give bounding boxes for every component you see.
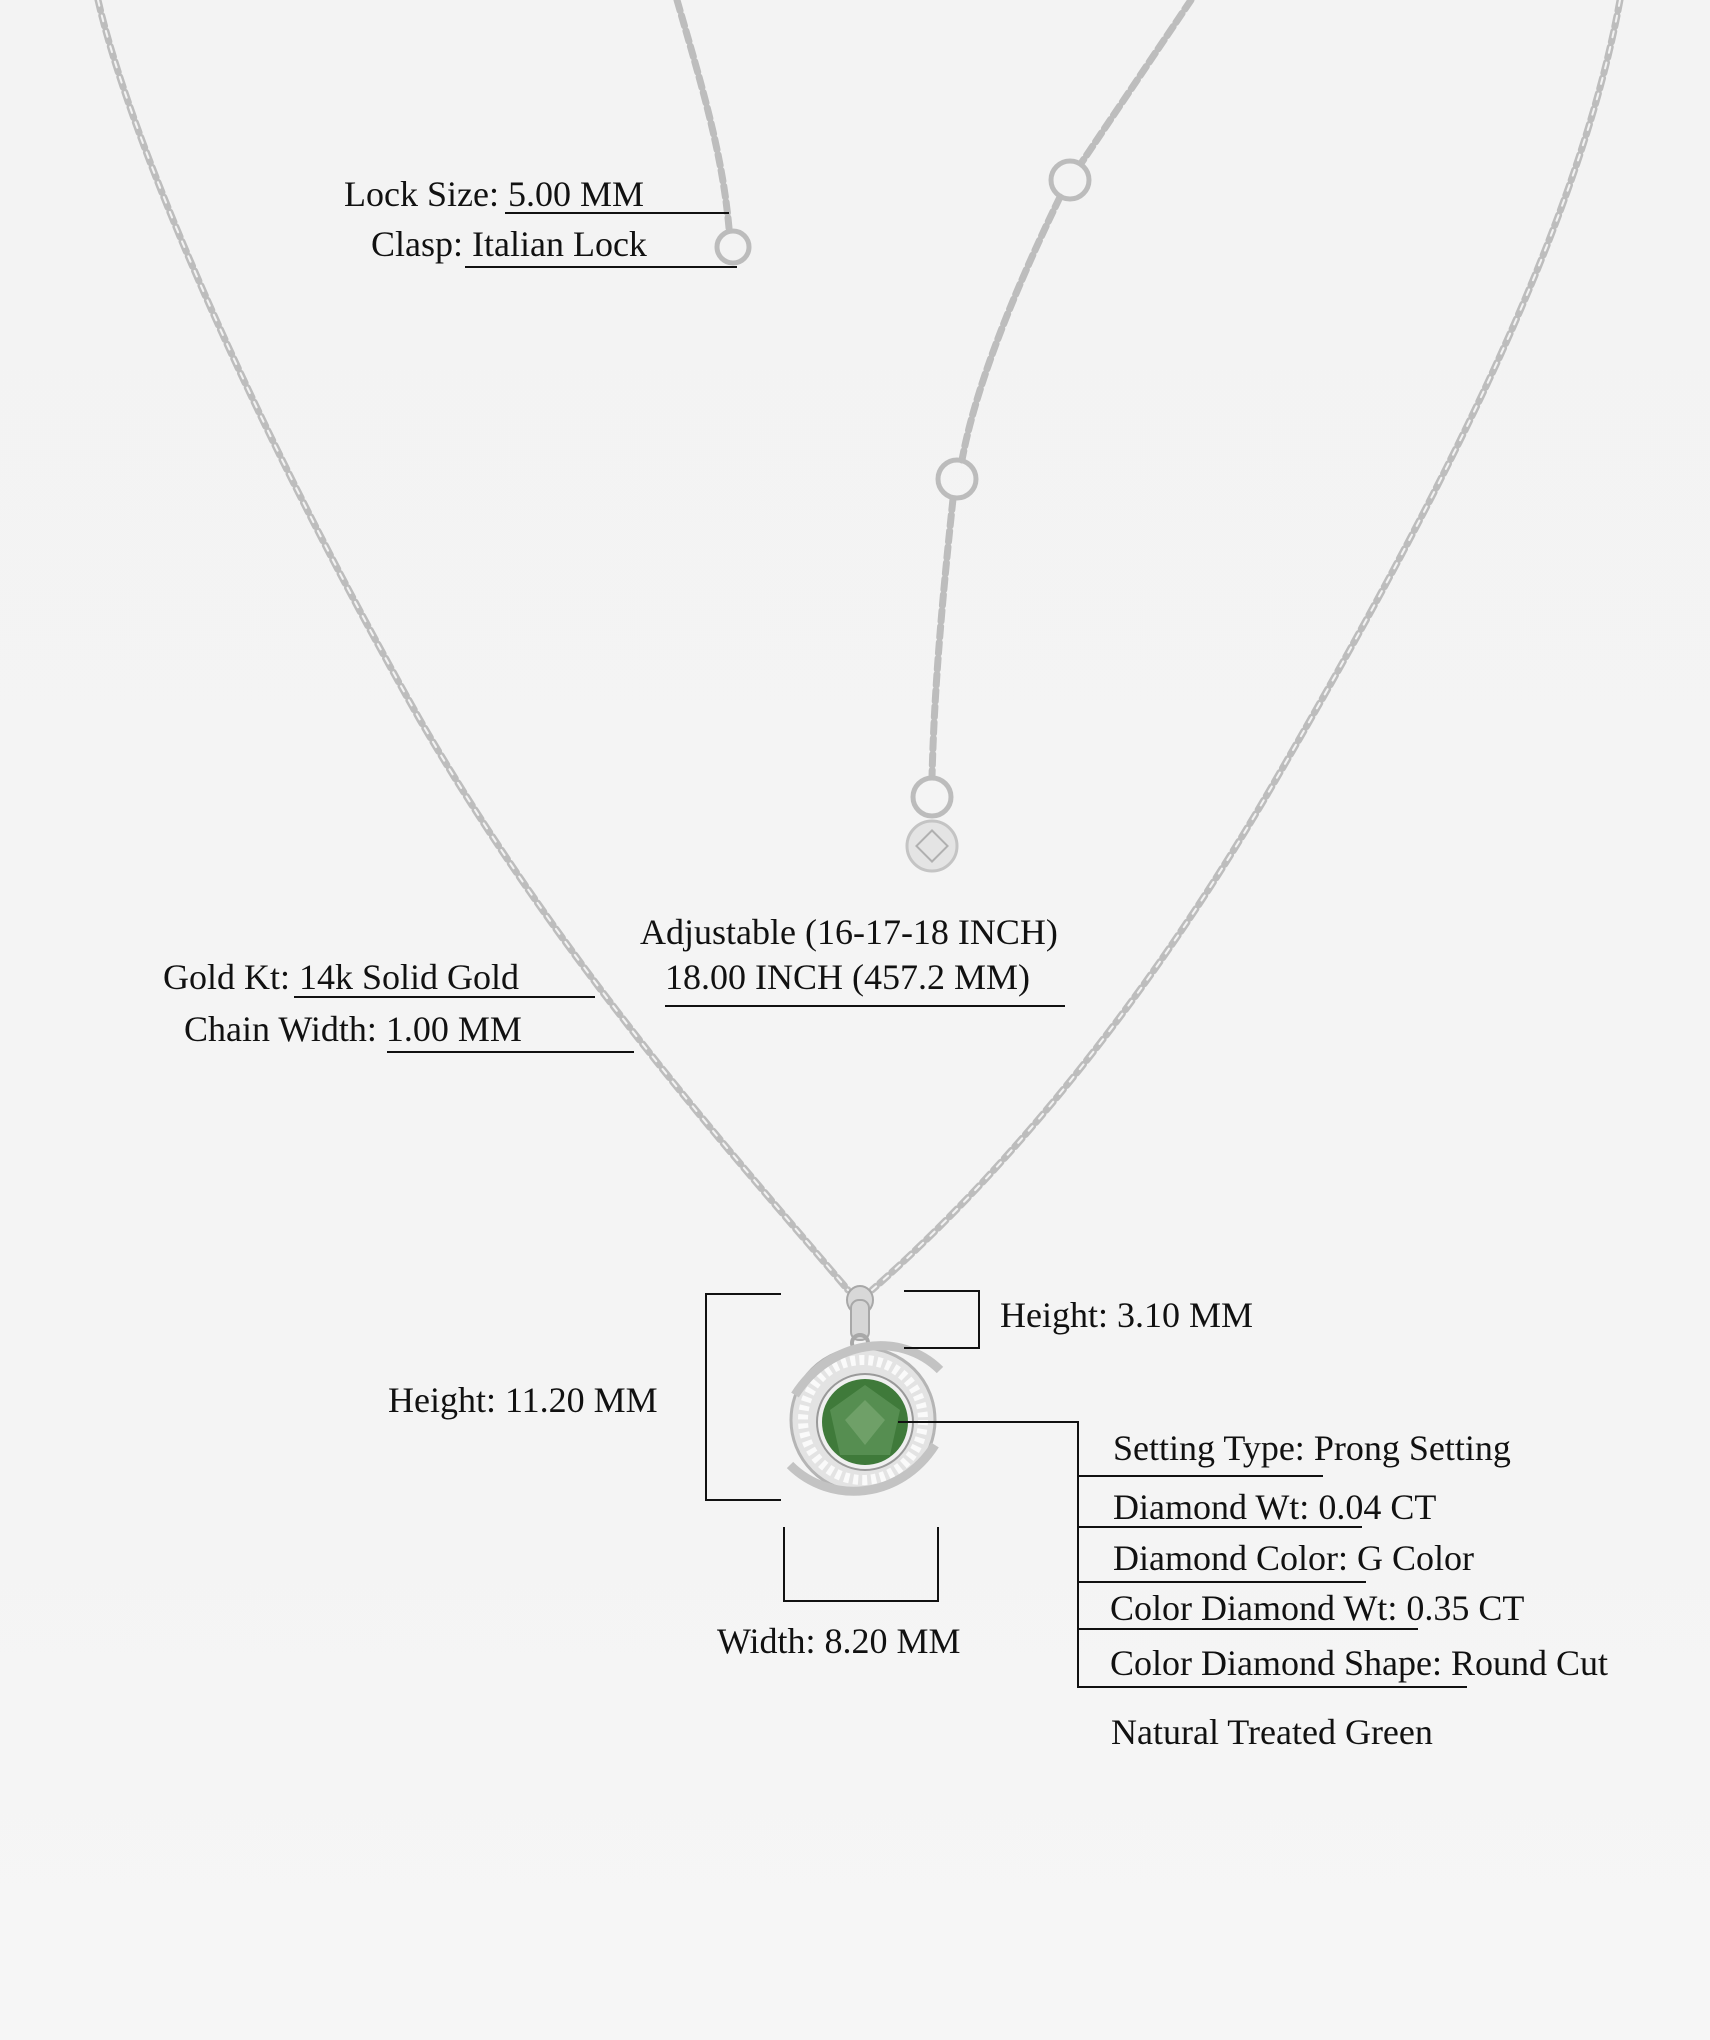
pendant [786,1285,944,1496]
spec-diamond-wt: Diamond Wt: 0.04 CT [1113,1487,1437,1527]
spec-color-diamond-wt: Color Diamond Wt: 0.35 CT [1110,1588,1525,1628]
bail-height: Height: 3.10 MM [1000,1295,1254,1335]
lock-size-label: Lock Size: 5.00 MM [344,174,644,214]
spec-bracket [1077,1421,1079,1688]
width-bracket [783,1600,939,1602]
height-bracket [705,1293,781,1295]
width-bracket-left [783,1527,785,1602]
spec-underline [1077,1686,1467,1688]
lock-size-leader [505,212,729,214]
extender-ring [910,775,954,819]
chain-extender [928,0,1195,781]
spec-underline [1077,1628,1418,1630]
clasp-ring [714,228,752,266]
bail-bracket-side [978,1290,980,1349]
clasp-leader [465,266,737,268]
bail-bracket [904,1290,980,1292]
pendant-width: Width: 8.20 MM [717,1621,961,1661]
bail-bracket-bottom [904,1347,980,1349]
spec-setting-type: Setting Type: Prong Setting [1113,1428,1511,1468]
gold-kt-label: Gold Kt: 14k Solid Gold [163,957,520,997]
adjustable-length: Adjustable (16-17-18 INCH) [640,912,1058,952]
chain-width-label: Chain Width: 1.00 MM [184,1009,522,1049]
height-bracket-bottom [705,1499,781,1501]
logo-tag-icon [905,819,959,873]
stone-note: Natural Treated Green [1111,1712,1433,1752]
spec-underline [1077,1581,1366,1583]
spec-color-diamond-shape: Color Diamond Shape: Round Cut [1110,1643,1608,1683]
clasp-label: Clasp: Italian Lock [371,224,647,264]
chain-right [868,0,1624,1294]
spec-underline [1077,1526,1362,1528]
spec-leader [898,1421,1078,1423]
spec-diamond-color: Diamond Color: G Color [1113,1538,1474,1578]
width-bracket-right [937,1527,939,1602]
spec-underline [1077,1475,1323,1477]
chain [94,0,1624,1294]
extender-ring [935,457,979,501]
chain-length: 18.00 INCH (457.2 MM) [665,957,1030,997]
gold-kt-leader [294,996,595,998]
pendant-height: Height: 11.20 MM [388,1380,658,1420]
height-bracket-side [705,1293,707,1501]
chain-width-leader [387,1051,634,1053]
chain-clasp [673,0,733,232]
length-leader [665,1005,1065,1007]
extender-ring [1048,158,1092,202]
